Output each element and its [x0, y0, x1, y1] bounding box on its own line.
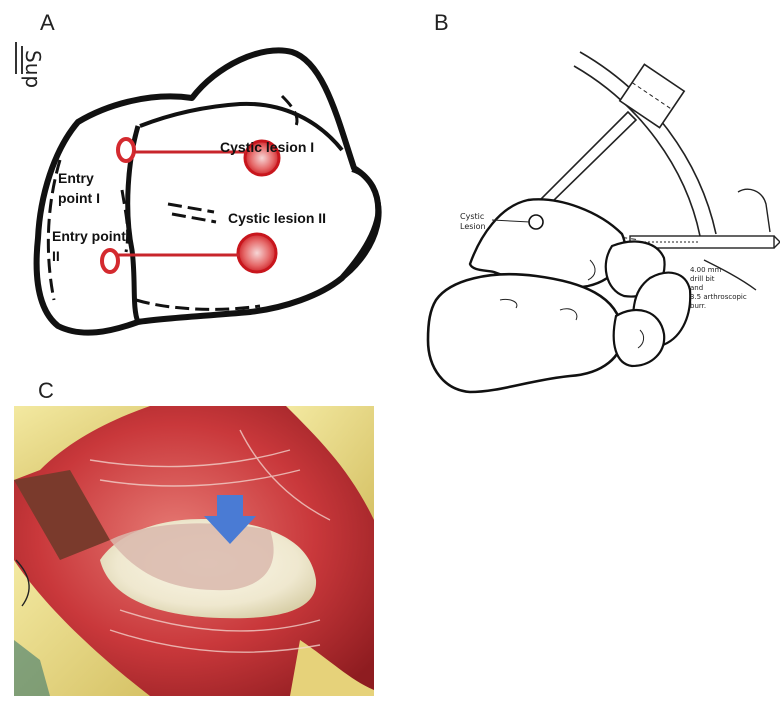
instrument-label-line-4: 3.5 arthroscopic [690, 293, 747, 301]
entry-point-2-label-line-1: Entry point [52, 228, 126, 244]
suture-thread [15, 559, 30, 607]
entry-point-1-marker [116, 137, 136, 163]
cystic-lesion-2-label: Cystic lesion II [228, 210, 326, 226]
instrument-label-line-3: and [690, 284, 703, 292]
retractor-left [14, 470, 110, 560]
drape-bottom-left [14, 560, 150, 696]
instrument-label-line-1: 4.00 mm [690, 266, 722, 274]
aiming-arc-outer [579, 51, 717, 235]
panel-b-drawing: Cystic Lesion 4.00 mm drill bit and 3.5 … [426, 51, 780, 394]
lesion-leader-line [491, 219, 531, 223]
instrument-label-line-2: drill bit [690, 275, 715, 283]
entry-point-2-label-line-2: II [52, 248, 60, 264]
guide-arm [538, 110, 638, 208]
bone-sketch-marks [499, 259, 645, 349]
panel-a-diagram: Sup Cystic lesion I [15, 42, 382, 336]
defect-arrow [204, 495, 256, 544]
slider-block [618, 63, 686, 129]
dashed-contours [46, 94, 299, 311]
aiming-arc-inner [573, 65, 701, 237]
cystic-lesion-2-marker [236, 232, 278, 274]
panel-c-photo [14, 406, 374, 696]
cuboid-bone [612, 308, 666, 368]
lesion-label-line-1: Cystic [460, 212, 484, 221]
dome-contour [139, 101, 344, 152]
lesion-label-line-2: Lesion [460, 222, 486, 231]
panel-label-c: C [38, 378, 54, 403]
entry-point-2-marker [100, 248, 120, 274]
calcaneus-bone [426, 272, 624, 394]
drill-tip [773, 235, 780, 249]
leg-outline [703, 188, 771, 291]
photo-corner-dark [14, 640, 50, 696]
entry-point-1-label-line-1: Entry [58, 170, 94, 186]
panel-label-a: A [40, 10, 55, 35]
panel-label-b: B [434, 10, 449, 35]
instrument-label-line-5: burr. [690, 302, 706, 310]
drape-top-right [286, 406, 374, 520]
lateral-process [338, 168, 382, 282]
drape-bottom-right [290, 640, 374, 696]
orientation-glyph [15, 42, 23, 74]
cystic-lesion-1-label: Cystic lesion I [220, 139, 314, 155]
entry-point-1-label-line-2: point I [58, 190, 100, 206]
lesion-circle [528, 214, 544, 230]
tissue-strands [89, 429, 331, 653]
orientation-label: Sup [21, 50, 45, 88]
cystic-lesion-1-marker [243, 139, 281, 177]
drape-top-left [14, 406, 150, 480]
